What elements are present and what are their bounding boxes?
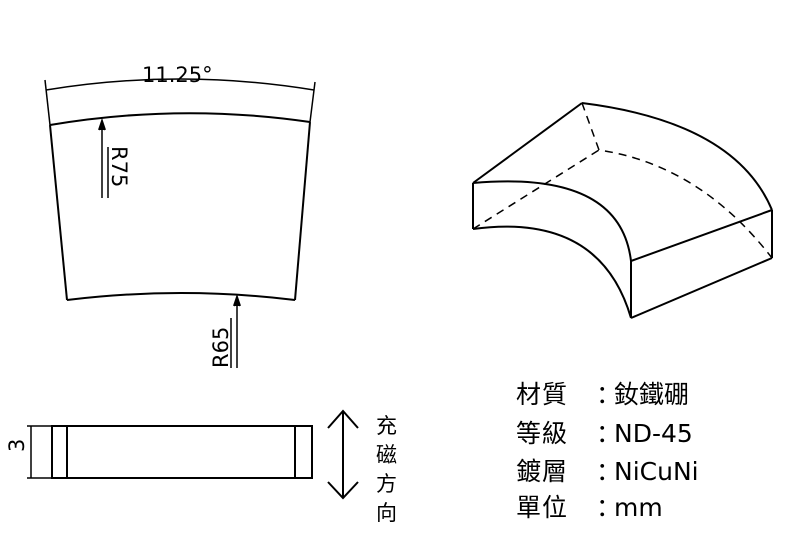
- top-view: [44, 78, 316, 368]
- iso-hidden-left-edge: [472, 149, 600, 230]
- iso-hidden-back-edge: [581, 102, 773, 259]
- side-view: [27, 425, 313, 479]
- iso-bottom-right-edge: [630, 257, 773, 319]
- inner-arc: [66, 292, 296, 301]
- r65-arrow: [233, 293, 241, 307]
- magnetization-char-2: 磁: [376, 443, 397, 467]
- r65-label: R65: [209, 327, 233, 368]
- spec-material-value: 釹鐵硼: [614, 380, 690, 409]
- spec-grade-value: ND-45: [614, 419, 693, 448]
- spec-coating-key: 鍍層: [516, 457, 569, 486]
- spec-grade-key: 等級: [516, 419, 569, 448]
- spec-colon: ：: [596, 419, 622, 448]
- outer-arc: [49, 112, 311, 126]
- r75-arrow: [98, 117, 106, 131]
- iso-top-left-edge: [472, 102, 583, 184]
- r75-label: R75: [107, 146, 131, 187]
- mag-arrow-head-bottom: [327, 481, 359, 500]
- spec-unit: 單位 ：mm: [516, 488, 663, 524]
- spec-grade: 等級 ：ND-45: [516, 414, 693, 450]
- angle-ext-left: [44, 79, 51, 126]
- magnetization-char-3: 方: [376, 472, 397, 496]
- mag-arrow-head-top: [327, 409, 359, 429]
- iso-bottom-front-edge: [472, 225, 632, 319]
- thickness-label: 3: [5, 439, 29, 452]
- magnetization-char-4: 向: [376, 501, 397, 525]
- left-edge: [49, 124, 68, 301]
- spec-unit-key: 單位: [516, 493, 569, 522]
- iso-top-back-edge: [581, 102, 773, 211]
- iso-top-front-edge: [472, 180, 632, 262]
- magnetization-arrow: [327, 409, 359, 500]
- spec-coating-value: NiCuNi: [614, 457, 699, 486]
- iso-hidden-edges: [472, 102, 773, 259]
- angle-ext-right: [309, 81, 316, 123]
- spec-material-key: 材質: [516, 380, 569, 409]
- right-edge: [294, 121, 311, 301]
- spec-colon: ：: [596, 457, 622, 486]
- angle-label: 11.25°: [142, 63, 213, 87]
- spec-unit-value: mm: [614, 493, 663, 522]
- isometric-view: [472, 102, 773, 319]
- spec-coating: 鍍層 ：NiCuNi: [516, 452, 699, 488]
- iso-top-right-edge: [630, 209, 773, 262]
- spec-colon: ：: [596, 380, 622, 409]
- spec-colon: ：: [596, 493, 622, 522]
- angle-dim-arc: [45, 78, 315, 91]
- spec-material: 材質 ：釹鐵硼: [516, 375, 689, 411]
- magnetization-char-1: 充: [376, 414, 397, 438]
- side-body: [51, 425, 313, 479]
